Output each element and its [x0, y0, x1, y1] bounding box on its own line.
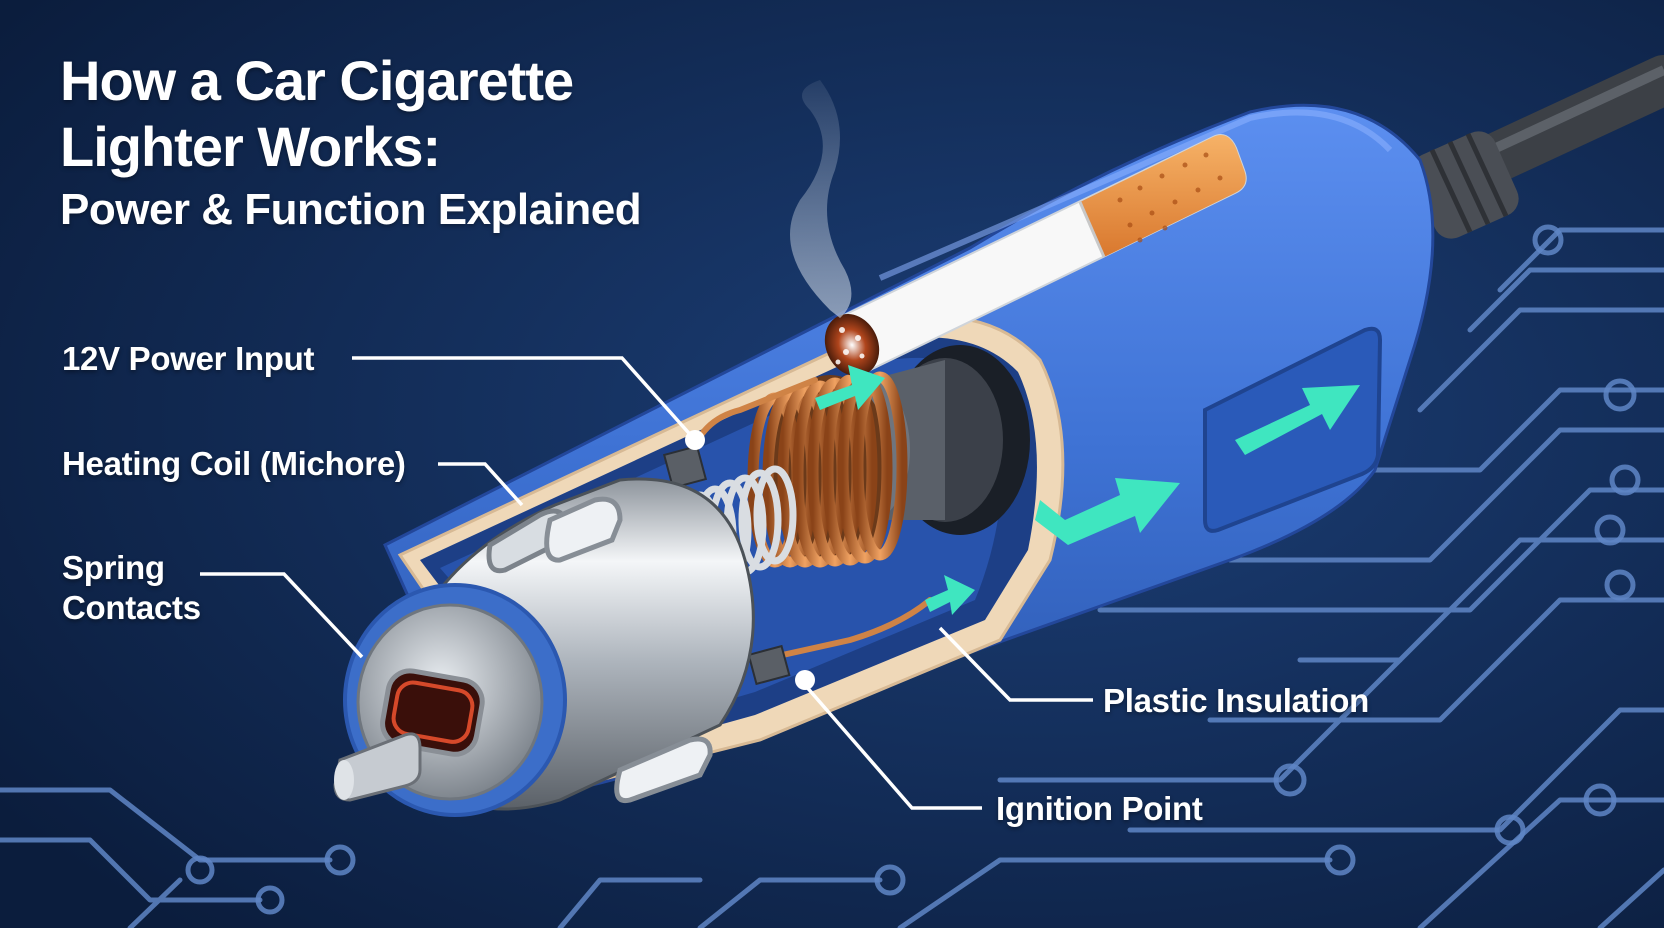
leader-lines	[200, 356, 1093, 810]
smoke-wisp	[790, 80, 852, 318]
label-ignition-point: Ignition Point	[996, 790, 1203, 827]
title-block: How a Car Cigarette Lighter Works: Power…	[60, 48, 642, 240]
label-spring-contacts-line-1: Spring	[62, 549, 165, 586]
status-window	[1203, 326, 1383, 533]
label-spring-contacts: Spring Contacts	[62, 548, 222, 628]
housing-top-highlight	[878, 109, 1393, 281]
circuit-traces	[0, 227, 1664, 928]
page-title-line-1: How a Car Cigarette	[60, 49, 574, 112]
page-title-line-2: Lighter Works:	[60, 115, 441, 178]
page-subtitle: Power & Function Explained	[60, 185, 642, 234]
power-cable	[1411, 55, 1664, 239]
label-plastic-insulation: Plastic Insulation	[1103, 682, 1369, 719]
label-power-input: 12V Power Input	[62, 340, 315, 377]
spring-side-contacts	[486, 496, 713, 804]
circuit-pads	[185, 224, 1641, 915]
cigarette	[824, 134, 1247, 377]
metal-plug	[333, 477, 755, 817]
label-heating-coil: Heating Coil (Michore)	[62, 445, 406, 482]
label-spring-contacts-line-2: Contacts	[62, 589, 201, 626]
leader-dots	[685, 430, 815, 690]
current-flow-arrows	[815, 365, 1360, 615]
contact-blocks	[662, 444, 791, 686]
